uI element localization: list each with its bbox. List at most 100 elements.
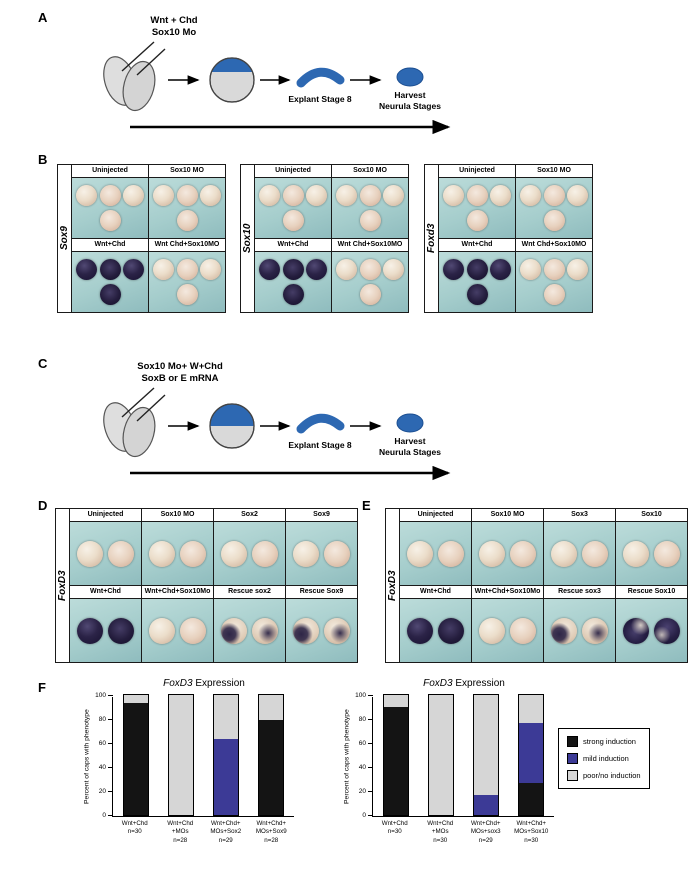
harvest-label-line1: Harvest <box>394 436 425 446</box>
y-tick-label: 100 <box>95 692 106 699</box>
embryo-explant <box>293 617 319 644</box>
embryo-explant <box>543 258 565 280</box>
embryo-explant <box>293 540 319 567</box>
column-header: Rescue Sox9 <box>286 586 357 598</box>
explant-image-cell <box>472 522 543 585</box>
embryo-explant <box>108 617 134 644</box>
injection-label-line2: SoxB or E mRNA <box>141 373 218 384</box>
embryo-explant <box>305 258 327 280</box>
explant-label: Explant Stage 8 <box>288 440 352 450</box>
embryo-explant <box>551 617 577 644</box>
legend-item: strong induction <box>567 736 641 747</box>
embryo-explant <box>77 617 103 644</box>
embryo-explant <box>282 184 304 206</box>
embryo-explant <box>623 617 649 644</box>
chart-legend: strong induction mild induction poor/no in… <box>558 728 650 789</box>
blastula-icon <box>209 403 255 449</box>
bar-segment-strong <box>123 703 148 815</box>
y-tick-label: 100 <box>355 692 366 699</box>
column-header: Sox10 MO <box>332 165 408 177</box>
stacked-bar <box>427 694 454 816</box>
legend-item: mild induction <box>567 753 641 764</box>
embryo-explant <box>359 210 381 232</box>
y-tick <box>368 743 373 744</box>
embryo-explant <box>489 258 511 280</box>
explant-image-cell <box>516 252 592 312</box>
bar-segment-strong <box>383 707 408 815</box>
embryo-explant <box>479 617 505 644</box>
explant-image-cell <box>400 599 471 662</box>
bar-segment-mild <box>474 794 499 815</box>
embryo-explant <box>382 184 404 206</box>
embryo-explant <box>221 617 247 644</box>
column-header: Uninjected <box>400 509 471 521</box>
legend-label: mild induction <box>583 754 629 763</box>
gene-label: Sox10 <box>240 164 255 313</box>
bar-segment-poor/no <box>214 695 239 740</box>
column-header: Uninjected <box>255 165 331 177</box>
bar-segment-mild <box>214 739 239 815</box>
explant-image-cell <box>255 178 331 238</box>
column-header: Wnt+Chd <box>439 239 515 251</box>
explant-image-cell <box>439 252 515 312</box>
stacked-bar <box>213 694 240 816</box>
panel-letter-b: B <box>38 152 48 167</box>
embryo-explant <box>180 617 206 644</box>
embryo-explant <box>149 540 175 567</box>
embryo-explant <box>407 540 433 567</box>
y-tick-label: 0 <box>102 812 106 819</box>
legend-label: poor/no induction <box>583 771 641 780</box>
embryo-explant <box>443 184 465 206</box>
column-header: Sox9 <box>286 509 357 521</box>
embryo-explant <box>252 617 278 644</box>
gene-label: FoxD3 <box>385 508 400 663</box>
panel-letter-c: C <box>38 356 48 371</box>
column-header: Sox10 MO <box>472 509 543 521</box>
two-cell-embryo-icon <box>103 56 156 112</box>
y-tick-label: 20 <box>98 788 106 795</box>
column-header: Uninjected <box>70 509 141 521</box>
embryo-explant <box>77 540 103 567</box>
embryo-explant <box>510 540 536 567</box>
explant-image-cell <box>472 599 543 662</box>
embryo-explant <box>176 284 198 306</box>
column-header: Sox10 MO <box>142 509 213 521</box>
explant-label: Explant Stage 8 <box>288 94 352 104</box>
embryo-explant <box>259 258 281 280</box>
embryo-explant <box>479 540 505 567</box>
y-tick-label: 80 <box>98 716 106 723</box>
gene-label: Sox9 <box>57 164 72 313</box>
column-header: Wnt Chd+Sox10MO <box>516 239 592 251</box>
panel-letter-f: F <box>38 680 46 695</box>
stacked-bar <box>473 694 500 816</box>
stacked-bar <box>258 694 285 816</box>
explant-image-cell <box>544 599 615 662</box>
category-label: Wnt+Chd +MOs n=30 <box>427 820 454 844</box>
explant-image-cell <box>214 599 285 662</box>
bar-segment-poor/no <box>168 695 193 815</box>
embryo-explant <box>122 184 144 206</box>
embryo-explant <box>176 184 198 206</box>
embryo-explant <box>489 184 511 206</box>
y-tick <box>108 815 113 816</box>
explant-image-cell <box>616 599 687 662</box>
embryo-explant <box>382 258 404 280</box>
explant-image-cell <box>439 178 515 238</box>
embryo-explant <box>623 540 649 567</box>
embryo-explant <box>282 284 304 306</box>
bar-segment-poor/no <box>259 695 284 721</box>
explant-image-cell <box>616 522 687 585</box>
injection-schematic-c: Sox10 Mo+ W+Chd SoxB or E mRNA Explant S… <box>103 361 451 481</box>
embryo-explant <box>252 540 278 567</box>
embryo-explant <box>438 540 464 567</box>
harvest-explant-icon <box>396 413 424 433</box>
gene-label: Foxd3 <box>424 164 439 313</box>
injection-label-line1: Wnt + Chd <box>150 15 197 26</box>
